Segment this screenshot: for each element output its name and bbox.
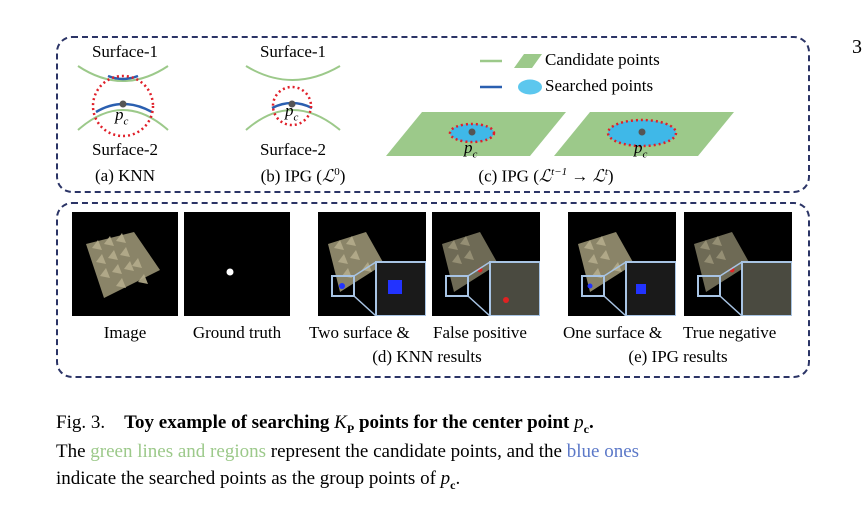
knn-two-surface-image (318, 212, 426, 316)
legend-candidate-icon (480, 54, 542, 68)
ipg-plane-t-minus-1 (386, 112, 566, 156)
ground-truth-image (184, 212, 290, 316)
pc-label-b: pc (285, 101, 299, 124)
center-point (288, 100, 296, 108)
label-knn-results: (d) KNN results (372, 347, 482, 366)
legend-searched-label: Searched points (545, 76, 654, 95)
knn-false-positive-image (432, 212, 540, 316)
knn-search-circle (91, 74, 155, 138)
pc-label-c1: pc (464, 138, 478, 161)
bottom-panel-frame (56, 202, 810, 378)
label-b-ipg: (b) IPG (ℒ0) (260, 166, 346, 186)
label-false-positive: False positive (433, 323, 527, 342)
ipg-one-surface-image (568, 212, 676, 316)
label-one-surface: One surface & (563, 323, 663, 342)
caption-green-text: green lines and regions (90, 441, 266, 462)
legend-candidate-label: Candidate points (545, 50, 660, 69)
caption-line-2: The green lines and regions represent th… (56, 441, 640, 462)
pc-label-a: pc (115, 105, 129, 128)
label-ipg-results: (e) IPG results (628, 347, 728, 366)
label-two-surface: Two surface & (309, 323, 410, 342)
surface-1-label-b: Surface-1 (259, 42, 327, 61)
center-point (119, 100, 127, 108)
label-true-negative: True negative (683, 323, 777, 342)
surface-2-label-b: Surface-2 (259, 140, 327, 159)
pc-label-c2: pc (634, 138, 648, 161)
knn-diagram (77, 65, 169, 138)
caption-line-1: Fig. 3. Toy example of searching KP poin… (56, 412, 594, 436)
input-image (72, 212, 178, 316)
ipg-search-circle (271, 85, 313, 127)
caption-fig-number: Fig. 3. (56, 412, 106, 433)
ipg-plane-t (554, 112, 734, 156)
caption-blue-text: blue ones (566, 441, 640, 462)
surface-2-curve (245, 109, 341, 131)
ipg-l0-diagram (245, 65, 341, 131)
searched-arc-top (107, 74, 139, 81)
surface-2-curve (77, 109, 169, 131)
surface-1-curve (245, 65, 341, 81)
label-c-ipg: (c) IPG (ℒt−1 → ℒt) (478, 166, 614, 186)
page-number: 3 (852, 36, 862, 58)
surface-1-curve (77, 65, 169, 82)
surface-1-label-a: Surface-1 (91, 42, 159, 61)
legend-searched-icon (480, 79, 542, 95)
label-ground-truth: Ground truth (192, 323, 282, 342)
ipg-true-negative-image (684, 212, 792, 316)
label-image: Image (103, 323, 147, 342)
label-a-knn: (a) KNN (95, 166, 155, 185)
surface-2-label-a: Surface-2 (91, 140, 159, 159)
caption-line-3: indicate the searched points as the grou… (56, 468, 461, 492)
top-panel-frame (56, 36, 810, 193)
